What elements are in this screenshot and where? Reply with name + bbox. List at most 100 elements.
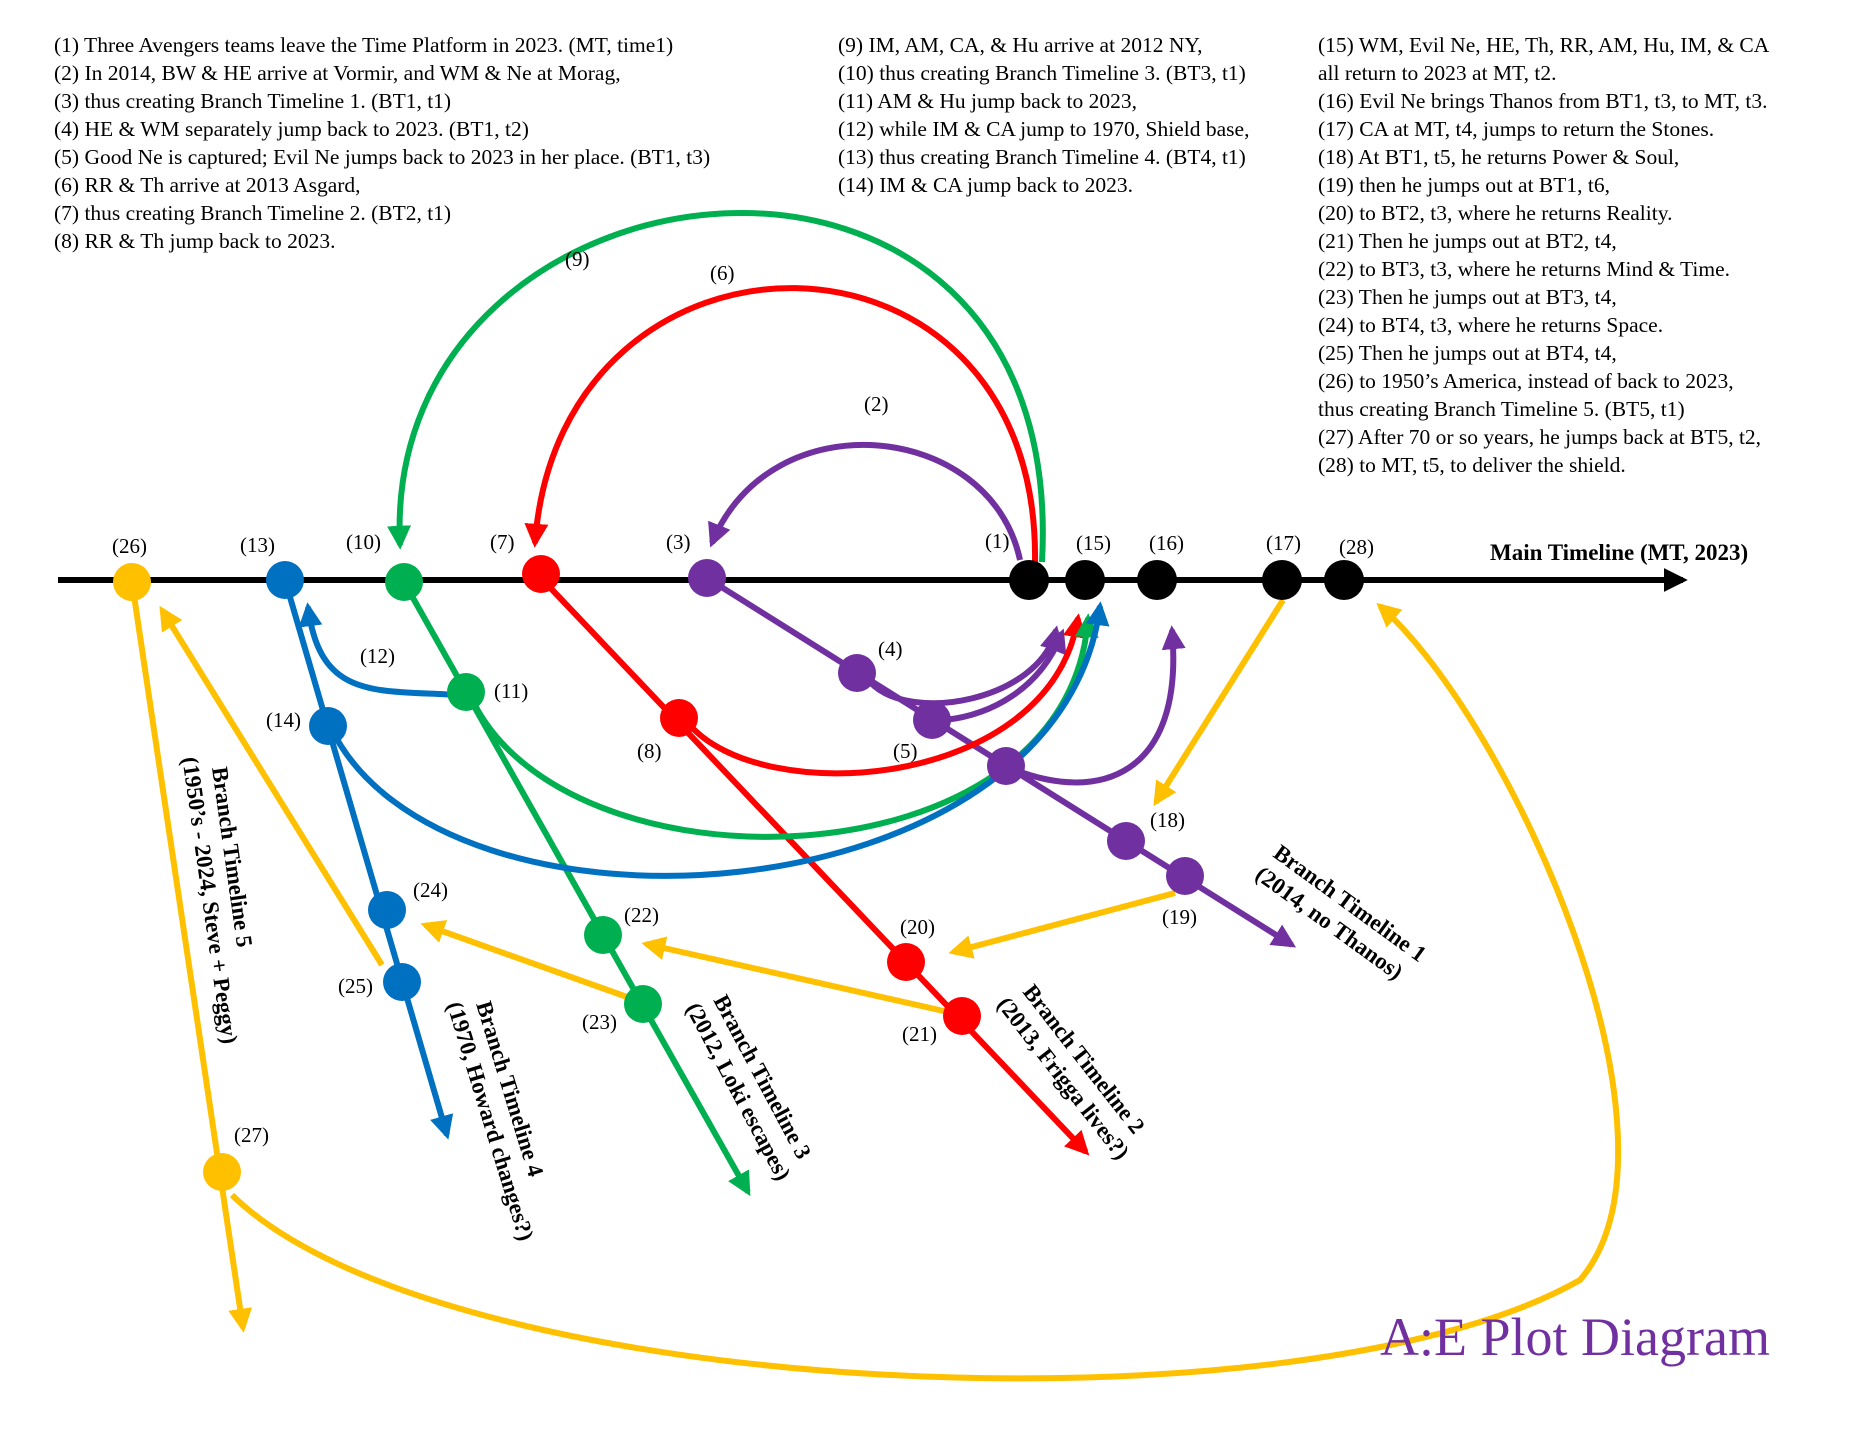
arrow-23-gold (420, 920, 632, 1001)
note-23: (23) Then he jumps out at BT3, t4, (1318, 285, 1617, 309)
arrow-8-red (685, 613, 1087, 777)
label-6: (6) (710, 261, 735, 285)
label-24: (24) (413, 878, 448, 902)
arrow-2-purple (708, 441, 1023, 561)
note-2: (2) In 2014, BW & HE arrive at Vormir, a… (54, 61, 621, 85)
arrow-14-blue (327, 601, 1110, 879)
arrow-21-gold (641, 936, 958, 1017)
label-1: (1) (985, 529, 1010, 553)
label-19: (19) (1162, 905, 1197, 929)
node-28 (1324, 560, 1364, 600)
label-11: (11) (494, 679, 528, 703)
bt3-label: Branch Timeline 3 (2012, Loki escapes) (681, 991, 816, 1185)
label-2: (2) (864, 392, 889, 416)
node-17 (1262, 560, 1302, 600)
note-3: (3) thus creating Branch Timeline 1. (BT… (54, 89, 451, 113)
node-24 (368, 891, 406, 929)
arrow-19-gold (948, 890, 1176, 959)
arrow-11-green (467, 613, 1099, 840)
note-4: (4) HE & WM separately jump back to 2023… (54, 117, 529, 141)
note-12: (12) while IM & CA jump to 1970, Shield … (838, 117, 1249, 141)
label-25: (25) (338, 974, 373, 998)
note-26-cont: thus creating Branch Timeline 5. (BT5, t… (1318, 397, 1685, 421)
note-22: (22) to BT3, t3, where he returns Mind &… (1318, 257, 1730, 281)
node-13 (266, 561, 304, 599)
notes-column-3: (15) WM, Evil Ne, HE, Th, RR, AM, Hu, IM… (1318, 33, 1770, 477)
note-7: (7) thus creating Branch Timeline 2. (BT… (54, 201, 451, 225)
bt5-nodes (203, 1153, 241, 1191)
bt4-label: Branch Timeline 4 (1970, Howard changes?… (442, 998, 548, 1244)
bt1-nodes (838, 654, 1204, 895)
main-timeline-label: Main Timeline (MT, 2023) (1490, 540, 1748, 565)
notes-column-1: (1) Three Avengers teams leave the Time … (54, 33, 710, 253)
note-25: (25) Then he jumps out at BT4, t4, (1318, 341, 1617, 365)
node-25 (383, 963, 421, 1001)
label-16: (16) (1149, 531, 1184, 555)
label-13: (13) (240, 533, 275, 557)
note-17: (17) CA at MT, t4, jumps to return the S… (1318, 117, 1714, 141)
node-26 (113, 563, 151, 601)
node-5b (987, 747, 1025, 785)
node-20 (887, 943, 925, 981)
label-20: (20) (900, 915, 935, 939)
label-9: (9) (565, 247, 590, 271)
label-28: (28) (1339, 535, 1374, 559)
bt3-line (401, 580, 751, 1197)
label-5: (5) (893, 739, 918, 763)
note-1: (1) Three Avengers teams leave the Time … (54, 33, 673, 57)
arrow-6-red (524, 285, 1039, 563)
label-14: (14) (266, 708, 301, 732)
note-26: (26) to 1950’s America, instead of back … (1318, 369, 1734, 393)
label-12: (12) (360, 644, 395, 668)
node-23 (624, 985, 662, 1023)
node-4 (838, 654, 876, 692)
label-22: (22) (624, 903, 659, 927)
note-27: (27) After 70 or so years, he jumps back… (1318, 425, 1761, 449)
label-21: (21) (902, 1022, 937, 1046)
note-15-cont: all return to 2023 at MT, t2. (1318, 61, 1556, 85)
node-19 (1166, 857, 1204, 895)
node-5 (913, 701, 951, 739)
node-3 (688, 559, 726, 597)
arrow-4b-purple (944, 628, 1067, 723)
label-18: (18) (1150, 808, 1185, 832)
main-timeline-nodes (113, 555, 1364, 601)
note-15: (15) WM, Evil Ne, HE, Th, RR, AM, Hu, IM… (1318, 33, 1770, 57)
note-8: (8) RR & Th jump back to 2023. (54, 229, 335, 253)
bt4-nodes (309, 707, 421, 1001)
label-4: (4) (878, 637, 903, 661)
bt5-label: Branch Timeline 5 (1950’s - 2024, Steve … (177, 755, 257, 1045)
note-28: (28) to MT, t5, to deliver the shield. (1318, 453, 1626, 477)
note-19: (19) then he jumps out at BT1, t6, (1318, 173, 1610, 197)
note-21: (21) Then he jumps out at BT2, t4, (1318, 229, 1617, 253)
arrow-27-gold (229, 602, 1621, 1382)
event-labels: (1) (2) (3) (4) (5) (6) (7) (8) (9) (10)… (112, 247, 1374, 1147)
label-23: (23) (582, 1010, 617, 1034)
label-26: (26) (112, 534, 147, 558)
bt5-line (129, 581, 253, 1333)
bt2-nodes (660, 699, 981, 1035)
node-15 (1065, 560, 1105, 600)
note-10: (10) thus creating Branch Timeline 3. (B… (838, 61, 1246, 85)
note-16: (16) Evil Ne brings Thanos from BT1, t3,… (1318, 89, 1767, 113)
bt4-line (282, 579, 454, 1140)
label-15: (15) (1076, 531, 1111, 555)
note-18: (18) At BT1, t5, he returns Power & Soul… (1318, 145, 1679, 169)
note-9: (9) IM, AM, CA, & Hu arrive at 2012 NY, (838, 33, 1202, 57)
node-27 (203, 1153, 241, 1191)
arrow-25-gold (159, 605, 385, 967)
diagram-title: A:E Plot Diagram (1380, 1307, 1770, 1367)
bt1-label: Branch Timeline 1 (2014, no Thanos) (1251, 840, 1431, 985)
node-10 (385, 563, 423, 601)
bt3-nodes (447, 673, 662, 1023)
arrow-17-gold (1153, 598, 1286, 807)
label-3: (3) (666, 530, 691, 554)
node-1 (1009, 560, 1049, 600)
note-14: (14) IM & CA jump back to 2023. (838, 173, 1133, 197)
arrow-9-green (387, 210, 1046, 563)
node-14 (309, 707, 347, 745)
note-5: (5) Good Ne is captured; Evil Ne jumps b… (54, 145, 710, 169)
node-16 (1137, 560, 1177, 600)
node-8 (660, 699, 698, 737)
